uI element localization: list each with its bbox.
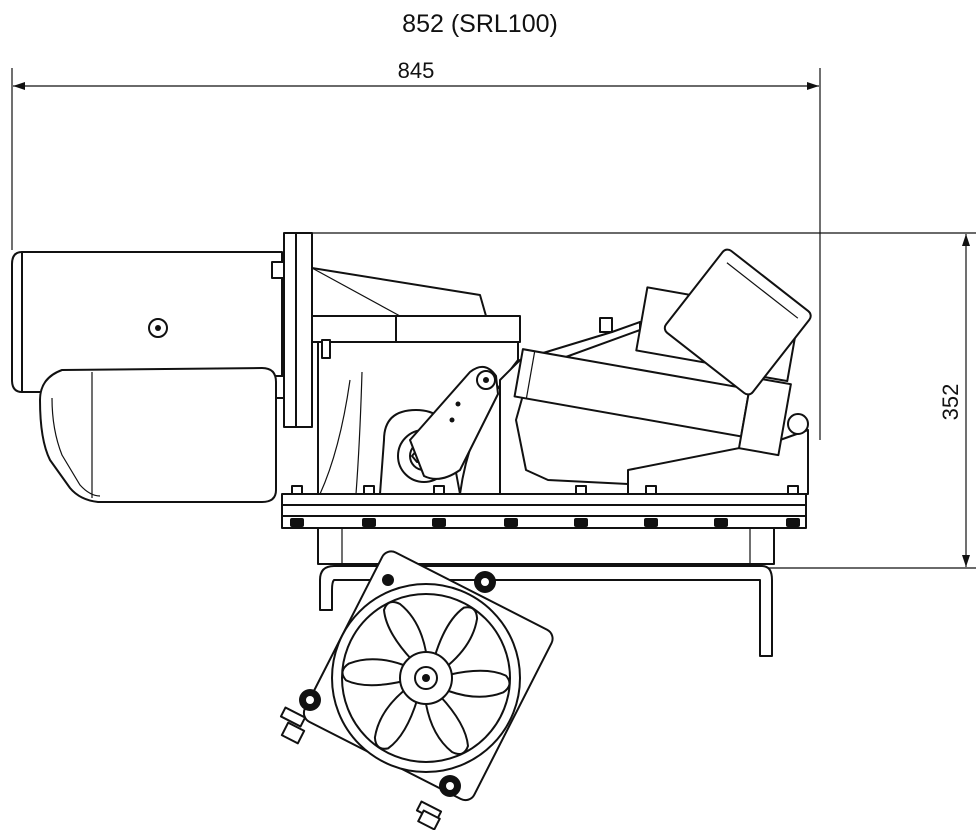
dimension-label-length: 845 xyxy=(398,58,435,83)
propeller-icon xyxy=(338,601,514,755)
dimension-height: 352 xyxy=(300,232,976,569)
motor xyxy=(11,251,285,399)
dimension-length: 845 xyxy=(11,58,821,440)
tilt-arm xyxy=(409,365,499,480)
dimension-overall-length-srl100: 852 (SRL100) xyxy=(402,10,558,38)
motor-bolt-icon xyxy=(148,318,168,338)
support-bracket xyxy=(319,565,773,657)
anode-bottom xyxy=(415,800,443,830)
motor-cover xyxy=(39,367,277,503)
dimension-label-height: 352 xyxy=(938,384,963,421)
mounting-flange xyxy=(283,232,521,428)
pod-bolts xyxy=(299,571,496,797)
base-plate-bolts xyxy=(290,485,800,527)
base-plate xyxy=(281,485,807,529)
anode-left xyxy=(279,706,307,745)
thruster-pod xyxy=(279,550,554,830)
gear-housing xyxy=(317,339,519,495)
linear-actuator xyxy=(513,248,812,457)
